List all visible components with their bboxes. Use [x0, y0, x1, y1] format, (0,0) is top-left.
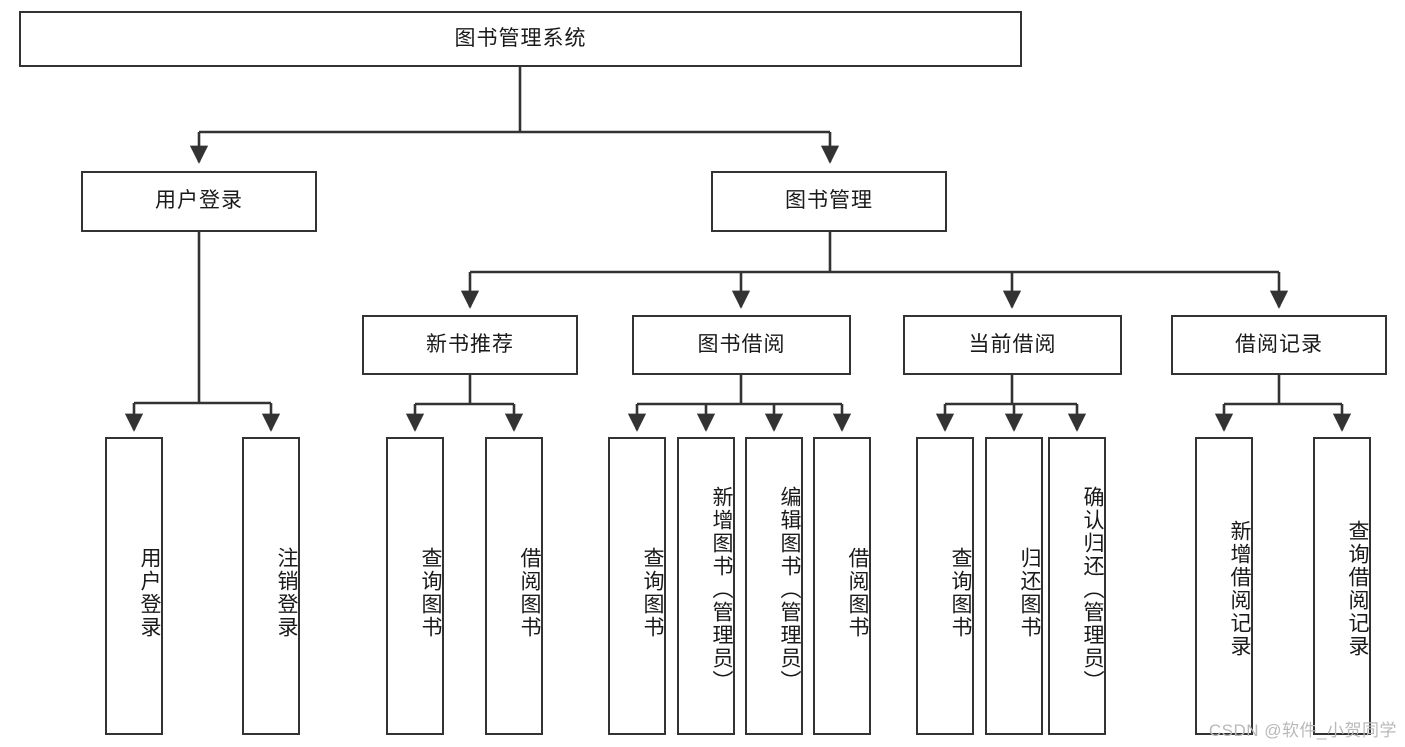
csdn-watermark: CSDN @软件_小贺同学	[1208, 721, 1397, 740]
node-user-login[interactable]: 用户登录	[81, 171, 317, 232]
leaf-book-borrow-add-book-admin[interactable]: 新增图书（管理员）	[677, 437, 735, 735]
node-label: 用户登录	[155, 189, 243, 213]
node-label: 查询图书	[949, 547, 972, 639]
node-book-borrowing[interactable]: 图书借阅	[632, 315, 851, 375]
node-label: 借阅图书	[846, 547, 869, 639]
node-label: 新增图书（管理员）	[710, 485, 733, 693]
node-label: 新书推荐	[426, 332, 514, 356]
leaf-current-borrow-confirm-return-admin[interactable]: 确认归还（管理员）	[1048, 437, 1106, 735]
leaf-borrow-record-query-record[interactable]: 查询借阅记录	[1313, 437, 1371, 735]
leaf-book-borrow-borrow-books[interactable]: 借阅图书	[813, 437, 871, 735]
leaf-new-book-query-books[interactable]: 查询图书	[386, 437, 444, 735]
leaf-book-borrow-edit-book-admin[interactable]: 编辑图书（管理员）	[745, 437, 803, 735]
node-root-book-management-system[interactable]: 图书管理系统	[19, 11, 1022, 67]
node-label: 新增借阅记录	[1228, 520, 1251, 658]
leaf-user-login-login[interactable]: 用户登录	[105, 437, 163, 735]
node-label: 借阅记录	[1235, 332, 1323, 356]
node-label: 查询图书	[419, 547, 442, 639]
node-label: 查询图书	[641, 547, 664, 639]
leaf-user-login-logout[interactable]: 注销登录	[242, 437, 300, 735]
node-label: 图书借阅	[697, 332, 786, 356]
node-label: 注销登录	[275, 547, 298, 639]
leaf-book-borrow-query-books[interactable]: 查询图书	[608, 437, 666, 735]
node-label: 查询借阅记录	[1346, 520, 1369, 658]
node-borrowing-records[interactable]: 借阅记录	[1171, 315, 1387, 375]
node-label: 确认归还（管理员）	[1081, 485, 1104, 693]
leaf-new-book-borrow-books[interactable]: 借阅图书	[485, 437, 543, 735]
node-label: 当前借阅	[968, 332, 1057, 356]
node-label: 用户登录	[138, 547, 161, 639]
node-new-book-recommendation[interactable]: 新书推荐	[362, 315, 578, 375]
node-label: 图书管理系统	[454, 26, 587, 50]
node-label: 编辑图书（管理员）	[778, 485, 801, 693]
node-label: 归还图书	[1018, 547, 1041, 639]
node-label: 图书管理	[785, 189, 873, 213]
leaf-current-borrow-query-books[interactable]: 查询图书	[916, 437, 974, 735]
node-label: 借阅图书	[518, 547, 541, 639]
node-current-borrowing[interactable]: 当前借阅	[903, 315, 1122, 375]
leaf-current-borrow-return-books[interactable]: 归还图书	[985, 437, 1043, 735]
leaf-borrow-record-add-record[interactable]: 新增借阅记录	[1195, 437, 1253, 735]
node-book-management[interactable]: 图书管理	[711, 171, 947, 232]
